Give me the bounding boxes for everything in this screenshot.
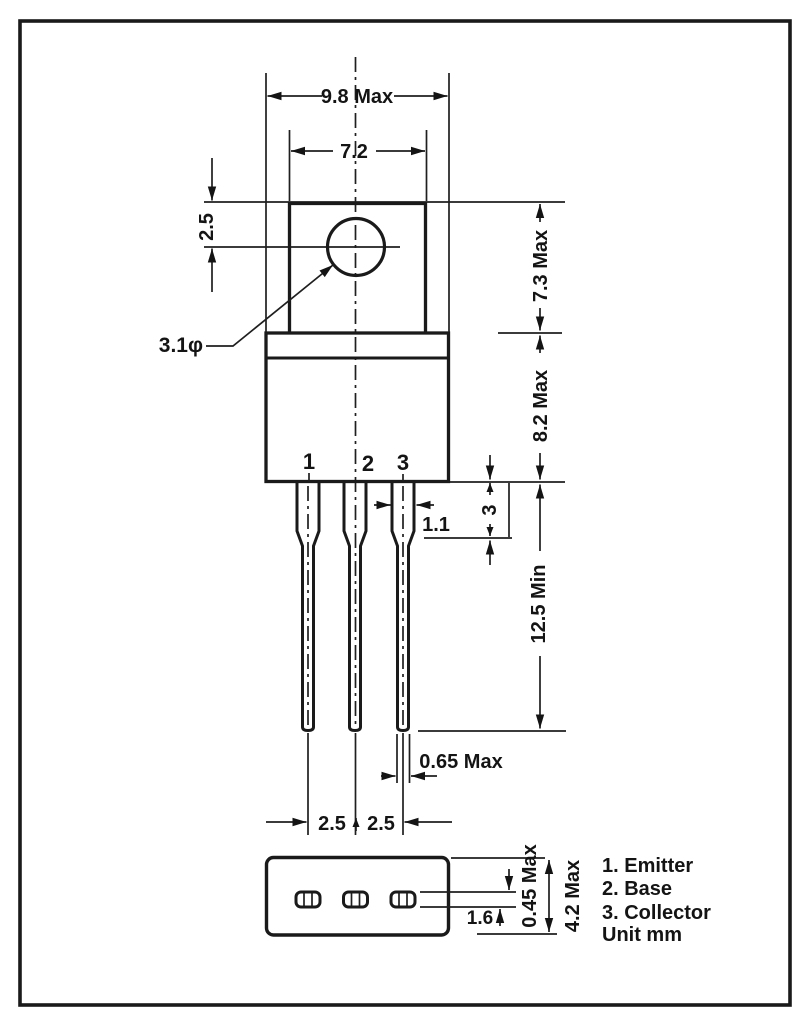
body-outline bbox=[264, 331, 451, 484]
dim-tab-width: 7.2 bbox=[288, 130, 428, 201]
pin-3-label: 3 bbox=[397, 450, 409, 475]
lead-cross-section-3 bbox=[389, 890, 417, 909]
legend-unit: Unit mm bbox=[602, 924, 682, 946]
bottom-view-body bbox=[264, 855, 451, 937]
pin-1-label: 1 bbox=[303, 449, 315, 474]
dim-bottom-view: 1.6 0.45 Max 4.2 Max bbox=[420, 844, 584, 935]
dim-lead-length-label: 12.5 Min bbox=[528, 565, 550, 644]
dim-hole-diameter: 3.1φ bbox=[159, 264, 334, 357]
legend-emitter: 1. Emitter bbox=[602, 855, 693, 877]
dim-lead-shoulder-label: 3 bbox=[479, 504, 501, 515]
bottom-view bbox=[264, 855, 451, 937]
figure-border bbox=[18, 19, 792, 1007]
dim-hole-offset-label: 2.5 bbox=[196, 213, 218, 241]
dim-lead-tip-width: 0.65 Max bbox=[381, 734, 503, 783]
dim-lead-width: 1.1 bbox=[374, 500, 450, 536]
lead-2 bbox=[342, 483, 368, 733]
pin-2-label: 2 bbox=[362, 451, 374, 476]
dim-body-depth-label: 4.2 Max bbox=[562, 860, 584, 932]
lead-cross-section-1 bbox=[294, 890, 322, 909]
dim-body-width-label: 9.8 Max bbox=[321, 86, 393, 108]
dim-body-height: 8.2 Max bbox=[450, 335, 565, 483]
dim-hole-offset: 2.5 bbox=[196, 158, 218, 292]
mounting-tab-outline bbox=[287, 201, 428, 332]
dim-body-height-label: 8.2 Max bbox=[530, 370, 552, 442]
dim-lead-pitch-left-label: 2.5 bbox=[318, 813, 346, 835]
dim-lead-pitch-right-label: 2.5 bbox=[367, 813, 395, 835]
dim-tab-width-label: 7.2 bbox=[340, 141, 368, 163]
lead-3 bbox=[390, 483, 416, 733]
dim-lead-tip-width-label: 0.65 Max bbox=[419, 751, 502, 773]
centerlines bbox=[204, 57, 404, 730]
dim-hole-diameter-label: 3.1φ bbox=[159, 334, 203, 357]
lead-1 bbox=[295, 483, 321, 733]
dim-lead-shoulder: 3 bbox=[424, 455, 512, 565]
mounting-hole bbox=[325, 216, 387, 278]
dim-lead-thickness-label: 0.45 Max bbox=[519, 844, 541, 927]
front-view: 1 2 3 bbox=[204, 201, 565, 733]
lead-cross-section-2 bbox=[342, 890, 369, 909]
dim-body-width: 9.8 Max bbox=[265, 73, 450, 332]
dim-lead-offset-label: 1.6 bbox=[467, 908, 493, 929]
pin-legend: 1. Emitter 2. Base 3. Collector Unit mm bbox=[602, 855, 711, 946]
dim-lead-width-label: 1.1 bbox=[422, 514, 450, 536]
hole-leader-line bbox=[206, 264, 334, 347]
legend-collector: 3. Collector bbox=[602, 902, 711, 924]
legend-base: 2. Base bbox=[602, 878, 672, 900]
dim-lead-length: 12.5 Min bbox=[418, 484, 566, 732]
dim-tab-height-label: 7.3 Max bbox=[530, 230, 552, 302]
dim-tab-height: 7.3 Max bbox=[498, 204, 562, 334]
dim-lead-pitch: 2.5 2.5 bbox=[266, 733, 452, 835]
